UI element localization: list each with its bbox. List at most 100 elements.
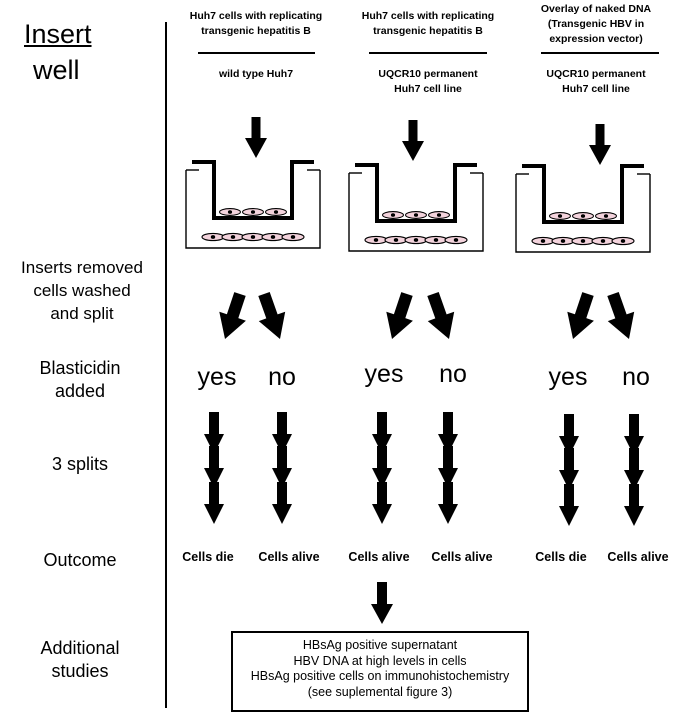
split-arrow-1 <box>272 412 292 454</box>
split-arrow-3 <box>272 482 292 524</box>
well-cell <box>551 236 575 246</box>
insert-cell <box>382 211 404 219</box>
col3-well-line-2: Huh7 cell line <box>562 83 630 95</box>
additional-studies-label: Additional studies <box>0 637 160 683</box>
col1-insert-line-1: Huh7 cells with replicating <box>189 10 323 22</box>
inserts-removed-line-2: cells washed <box>33 281 131 300</box>
well-cell <box>404 235 428 245</box>
col3-insert-line-3: expression vector) <box>549 33 643 45</box>
col2-insert-line-1: Huh7 cells with replicating <box>361 10 495 22</box>
col1-outcome-no: Cells alive <box>258 550 320 564</box>
col3-divider-line <box>541 52 659 54</box>
insert-title: Insert <box>24 19 92 49</box>
insert <box>522 164 644 224</box>
inserts-removed-line-3: and split <box>50 304 114 323</box>
chain-col2-yes <box>372 412 392 524</box>
outer-well <box>515 174 651 253</box>
split-arrow-3 <box>204 482 224 524</box>
split-arrow-2 <box>204 446 224 488</box>
col3-well-line-1: UQCR10 permanent <box>546 68 646 80</box>
insert-cell <box>549 212 571 220</box>
insert-cells <box>219 208 287 216</box>
well-cells <box>364 235 468 245</box>
insert-arrow-1 <box>245 117 267 158</box>
col2-well-line-1: UQCR10 permanent <box>378 68 478 80</box>
col2-outcome-yes: Cells alive <box>348 550 410 564</box>
well-cell <box>444 235 468 245</box>
studies-line-1: HBsAg positive supernatant <box>302 638 458 652</box>
col1-outcome-yes: Cells die <box>182 550 234 564</box>
blasticidin-line-2: added <box>54 381 106 401</box>
insert <box>355 163 477 223</box>
split-arrow-3 <box>559 484 579 526</box>
well-cell <box>384 235 408 245</box>
col3-insert-line-1: Overlay of naked DNA <box>540 3 652 15</box>
col2-insert-line-2: transgenic hepatitis B <box>373 25 483 37</box>
insert-cell <box>242 208 264 216</box>
well-cell <box>241 232 265 242</box>
insert-cell <box>595 212 617 220</box>
chain-col1-yes <box>204 412 224 524</box>
outer-well <box>185 170 321 249</box>
studies-line-4: (see suplemental figure 3) <box>307 684 453 699</box>
well-cell <box>591 236 615 246</box>
col3-outcome-no: Cells alive <box>607 550 669 564</box>
col2-well-line-2: Huh7 cell line <box>394 83 462 95</box>
culture-well-3 <box>515 164 651 253</box>
culture-well-1 <box>185 160 321 249</box>
col1-no: no <box>268 363 296 391</box>
split-arrow-1 <box>204 412 224 454</box>
splits-label: 3 splits <box>51 454 109 474</box>
well-cell <box>281 232 305 242</box>
col1-well-text: wild type Huh7 <box>170 67 342 82</box>
split-arrow-2 <box>372 446 392 488</box>
insert-cells <box>382 211 450 219</box>
col2-outcome-no: Cells alive <box>431 550 493 564</box>
insert-arrow-3 <box>589 124 611 165</box>
additional-line-1: Additional <box>40 638 120 658</box>
studies-line-3: HBsAg positive cells on immunohistochemi… <box>250 669 510 683</box>
split-arrow-1 <box>372 412 392 454</box>
split-arrow-left-1 <box>219 292 246 339</box>
split-arrow-1 <box>438 412 458 454</box>
insert-cell <box>572 212 594 220</box>
split-arrow-right-2 <box>427 292 455 339</box>
studies-line-2: HBV DNA at high levels in cells <box>293 653 467 668</box>
col3-insert-line-2: (Transgenic HBV in <box>547 18 645 30</box>
col2-insert-text: Huh7 cells with replicating transgenic h… <box>342 9 514 39</box>
col2-yes: yes <box>364 360 404 388</box>
well-cell <box>611 236 635 246</box>
chain-col1-no <box>272 412 292 524</box>
additional-studies-arrow <box>371 582 393 624</box>
split-arrow-3 <box>624 484 644 526</box>
col3-insert-text: Overlay of naked DNA (Transgenic HBV in … <box>515 2 675 47</box>
inserts-removed-line-1: Inserts removed <box>21 258 143 277</box>
col2-well-text: UQCR10 permanent Huh7 cell line <box>342 67 514 97</box>
split-arrow-2 <box>624 448 644 490</box>
col1-divider-line <box>198 52 315 54</box>
col3-yes: yes <box>548 363 588 391</box>
split-arrow-left-2 <box>386 292 413 339</box>
insert-cell <box>265 208 287 216</box>
chain-col3-yes <box>559 414 579 526</box>
well-cell <box>221 232 245 242</box>
split-arrow-2 <box>438 446 458 488</box>
col3-outcome-yes: Cells die <box>535 550 587 564</box>
well-cell <box>571 236 595 246</box>
outer-well <box>348 173 484 252</box>
outcome-label: Outcome <box>43 550 117 570</box>
well-cells <box>201 232 305 242</box>
well-cell <box>424 235 448 245</box>
insert-arrow-2 <box>402 120 424 161</box>
well-title: well <box>33 55 80 85</box>
split-arrow-1 <box>559 414 579 456</box>
well-cell <box>261 232 285 242</box>
well-cells <box>531 236 635 246</box>
split-arrow-left-3 <box>567 292 594 339</box>
well-cell <box>364 235 388 245</box>
inserts-removed-label: Inserts removed cells washed and split <box>2 256 162 325</box>
additional-studies-box: HBsAg positive supernatant HBV DNA at hi… <box>231 631 529 712</box>
col2-no: no <box>439 360 467 388</box>
